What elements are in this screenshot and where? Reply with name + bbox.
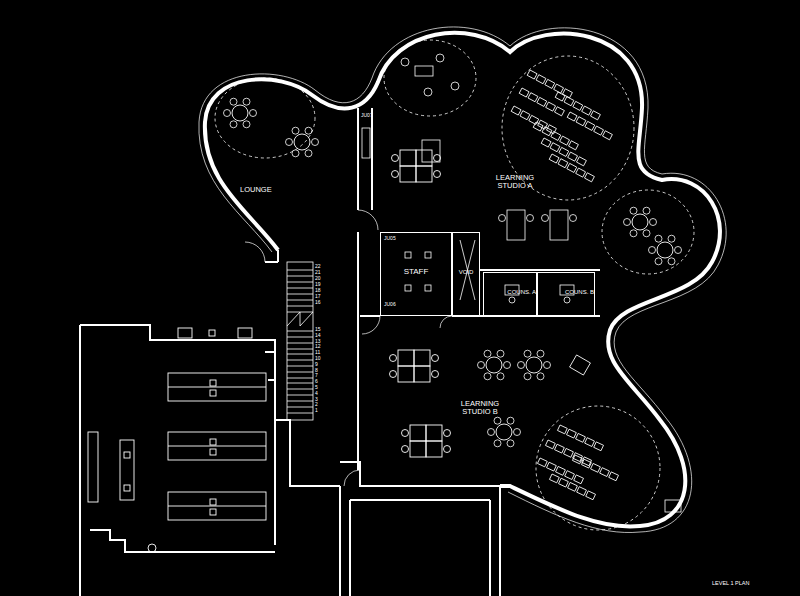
doors (245, 210, 452, 486)
door-tag: JU06 (384, 302, 396, 308)
stair-number: 16 (315, 300, 321, 306)
stair-number: 18 (315, 288, 321, 294)
room-box: COUNS. B (537, 272, 595, 316)
stair-number: 10 (315, 356, 321, 362)
furniture (224, 54, 682, 512)
door-tag: JU05 (384, 236, 396, 242)
stair-number: 4 (315, 391, 318, 397)
stair-number: 5 (315, 385, 318, 391)
room-name: COUNS. A (507, 289, 536, 296)
stair-number: 15 (315, 327, 321, 333)
stair-number: 21 (315, 270, 321, 276)
stair-number: 12 (315, 344, 321, 350)
room-name: COUNS. B (565, 289, 594, 296)
stair-number: 20 (315, 276, 321, 282)
stair-number: 9 (315, 362, 318, 368)
room-name: VOID (459, 269, 474, 276)
activity-zones (215, 40, 694, 530)
stair-number: 17 (315, 294, 321, 300)
stair-number: 1 (315, 408, 318, 414)
room-name: LEARNING STUDIO B (450, 400, 510, 417)
lab-benches (88, 328, 266, 552)
room-name: LEARNING STUDIO A (485, 174, 545, 191)
stair-number: 13 (315, 339, 321, 345)
stair-number: 14 (315, 333, 321, 339)
stair-number: 8 (315, 368, 318, 374)
lab-wing (80, 325, 340, 596)
room-name: LOUNGE (240, 186, 272, 194)
stair-number: 11 (315, 350, 320, 356)
room-box: COUNS. A (483, 272, 537, 316)
room-name: STAFF (404, 268, 429, 277)
building-envelope (205, 33, 720, 527)
room-box: VOID (452, 232, 480, 316)
envelope-inner (199, 27, 726, 533)
stair-number: 7 (315, 373, 318, 379)
stair-number: 19 (315, 282, 321, 288)
stair-number: 22 (315, 264, 321, 270)
door-tag: JU07 (361, 113, 373, 119)
drawing-title: LEVEL 1 PLAN (712, 580, 749, 586)
stair (287, 262, 313, 420)
stair-number: 3 (315, 397, 318, 403)
stair-number: 2 (315, 402, 318, 408)
stair-number: 6 (315, 379, 318, 385)
interior-walls (265, 108, 600, 596)
